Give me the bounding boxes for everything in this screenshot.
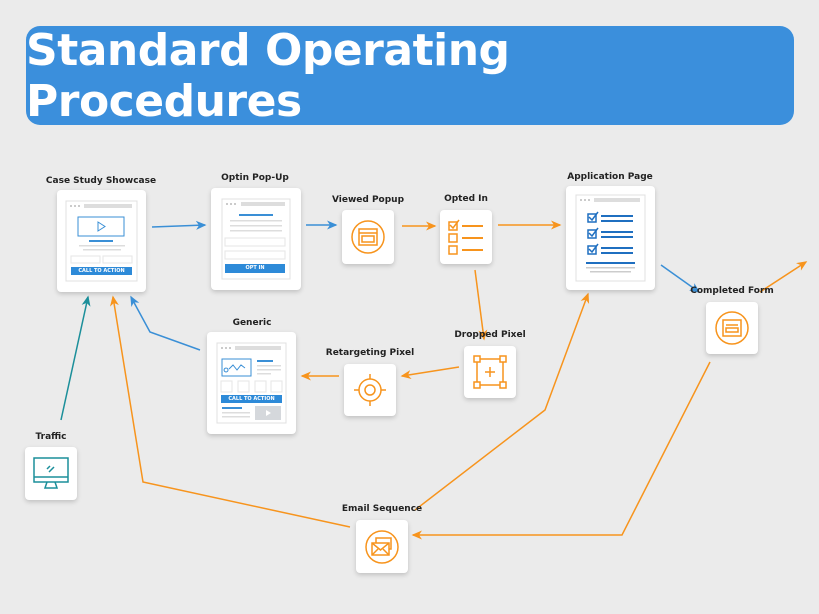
- arrow-traffic-to-case: [60, 295, 91, 421]
- node-generic[interactable]: CALL TO ACTION: [207, 332, 296, 434]
- envelopes-icon: [365, 530, 399, 564]
- node-optin-popup[interactable]: OPT IN: [211, 188, 301, 290]
- node-traffic[interactable]: [25, 447, 77, 500]
- target-icon: [354, 374, 386, 406]
- label-application-page: Application Page: [567, 172, 653, 182]
- node-completed-form[interactable]: [706, 302, 758, 354]
- arrow-application-to-completed: [660, 264, 701, 293]
- label-completed-form: Completed Form: [690, 286, 774, 296]
- node-retargeting-pixel[interactable]: [344, 364, 396, 416]
- checklist-icon: [448, 219, 483, 255]
- arrow-case-to-optin: [151, 220, 207, 230]
- node-viewed-popup[interactable]: [342, 210, 394, 264]
- arrow-opted-to-dropped: [474, 269, 488, 341]
- arrow-email-to-case: [109, 295, 351, 528]
- arrow-dropped-to-retargeting: [400, 366, 460, 380]
- arrow-completed-to-email: [411, 361, 711, 540]
- call-to-action-button: CALL TO ACTION: [71, 267, 132, 275]
- arrow-generic-to-case: [130, 295, 201, 351]
- label-dropped-pixel: Dropped Pixel: [454, 330, 526, 340]
- landing-page-icon: [65, 200, 138, 282]
- label-case-study: Case Study Showcase: [45, 176, 157, 186]
- form-icon: [715, 311, 749, 345]
- label-optin: Optin Pop-Up: [221, 173, 289, 183]
- label-email-sequence: Email Sequence: [341, 504, 423, 514]
- arrow-email-to-application: [414, 292, 590, 511]
- title-banner: Standard Operating Procedures: [26, 24, 794, 127]
- page-title: Standard Operating Procedures: [26, 24, 510, 127]
- optin-form-icon: [221, 198, 291, 280]
- label-traffic: Traffic: [35, 432, 67, 442]
- monitor-icon: [33, 457, 69, 489]
- arrow-completed-out: [759, 261, 808, 293]
- node-opted-in[interactable]: [440, 210, 492, 264]
- label-opted-in: Opted In: [444, 194, 488, 204]
- generic-page-icon: [216, 342, 287, 424]
- form-checklist-icon: [575, 194, 646, 282]
- opt-in-button: OPT IN: [225, 264, 285, 273]
- call-to-action-button: CALL TO ACTION: [221, 395, 282, 403]
- label-generic: Generic: [232, 318, 272, 328]
- label-retargeting-pixel: Retargeting Pixel: [325, 348, 415, 358]
- node-dropped-pixel[interactable]: [464, 346, 516, 398]
- node-case-study-showcase[interactable]: CALL TO ACTION: [57, 190, 146, 292]
- node-email-sequence[interactable]: [356, 520, 408, 573]
- node-application-page[interactable]: [566, 186, 655, 290]
- label-viewed-popup: Viewed Popup: [331, 195, 405, 205]
- pixel-select-icon: [473, 355, 507, 389]
- popup-window-icon: [351, 220, 385, 254]
